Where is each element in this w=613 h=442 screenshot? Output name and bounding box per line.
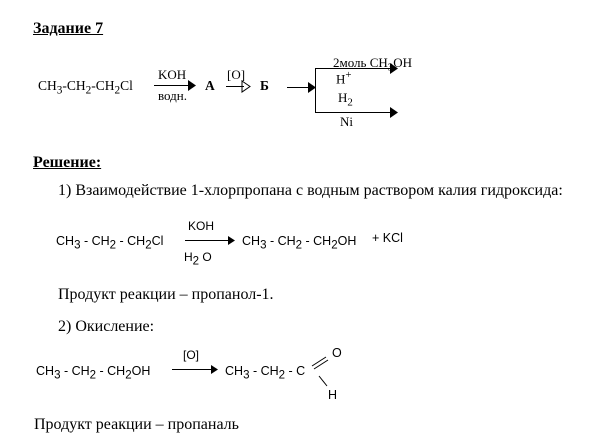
scheme-arrow3-line xyxy=(287,87,315,88)
step2-product-hydrogen: H xyxy=(328,388,338,402)
step2-result: Продукт реакции – пропаналь xyxy=(34,416,239,433)
step2-product: CH3 - CH2 - C xyxy=(225,364,306,382)
task-title: Задание 7 xyxy=(33,20,104,37)
step2-reactant: CH3 - CH2 - CH2OH xyxy=(36,364,151,382)
step1-reactant: CH3 - CH2 - CH2Cl xyxy=(56,234,164,252)
step1-byproduct: + KCl xyxy=(372,231,403,245)
scheme-branch2-head xyxy=(390,107,398,118)
step2-arrow-line xyxy=(172,369,216,370)
scheme-reagent2: [O] xyxy=(227,67,246,82)
scheme-branch-vertical xyxy=(315,68,316,113)
step1-result: Продукт реакции – пропанол-1. xyxy=(58,286,274,303)
step2-bonds xyxy=(311,356,329,387)
step1-reagent-bottom: H2 O xyxy=(184,250,212,268)
scheme-product-b: Б xyxy=(260,78,269,93)
scheme-arrow1-head xyxy=(188,80,196,91)
step2-heading: 2) Окисление: xyxy=(58,318,155,335)
scheme-arrow1-line xyxy=(154,85,194,86)
step1-arrow-head xyxy=(228,236,235,245)
scheme-branch1-bottom: H+ xyxy=(336,69,352,87)
scheme-arrow3-head xyxy=(308,82,316,93)
scheme-arrow2 xyxy=(226,80,251,93)
step1-product: CH3 - CH2 - CH2OH xyxy=(242,234,357,252)
step1-arrow-line xyxy=(185,240,233,241)
scheme-branch2-bottom: Ni xyxy=(340,114,353,129)
step1-reagent-top: KOH xyxy=(188,219,215,233)
step2-reagent-top: [O] xyxy=(183,348,200,362)
scheme-product-a: А xyxy=(205,78,215,93)
scheme-branch2-top: H2 xyxy=(338,90,353,109)
scheme-branch1-line xyxy=(315,68,395,69)
scheme-branch1-head xyxy=(390,63,398,74)
step1-heading: 1) Взаимодействие 1-хлорпропана с водным… xyxy=(58,182,563,199)
step2-product-oxygen: O xyxy=(332,346,342,360)
scheme-branch2-line xyxy=(315,112,395,113)
scheme-reagent1-top: KOH xyxy=(158,67,187,82)
step2-arrow-head xyxy=(211,365,218,374)
solution-title: Решение: xyxy=(33,154,102,171)
scheme-reagent1-bottom: водн. xyxy=(158,88,187,103)
scheme-reactant: CH3-CH2-CH2Cl xyxy=(38,78,133,97)
